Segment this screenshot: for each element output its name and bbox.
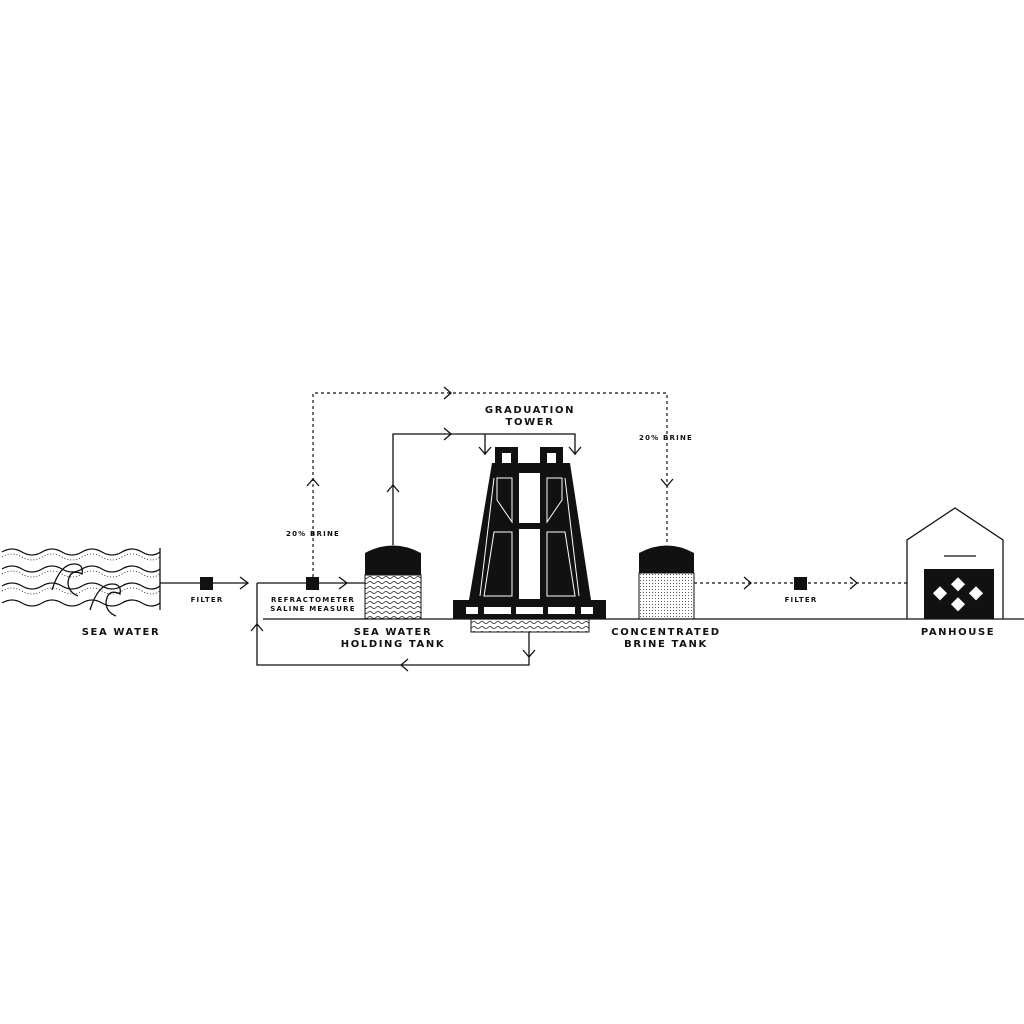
label-refractometer-2: SALINE MEASURE <box>270 605 355 613</box>
arrow-right-icon <box>239 576 250 590</box>
arrow-up-icon <box>386 484 400 493</box>
arrow-right-icon <box>443 386 452 400</box>
label-sea-water: SEA WATER <box>82 627 161 638</box>
label-refractometer-1: REFRACTOMETER <box>271 596 355 604</box>
label-brine-left: 20% BRINE <box>286 530 340 538</box>
label-holding-tank-1: SEA WATER <box>354 627 433 638</box>
feed-pipe-to-tower <box>392 433 576 545</box>
refractometer-icon <box>306 577 319 590</box>
label-brine-right: 20% BRINE <box>639 434 693 442</box>
label-holding-tank-2: HOLDING TANK <box>341 639 445 650</box>
label-brine-tank-1: CONCENTRATED <box>611 627 720 638</box>
label-tower-2: TOWER <box>506 417 555 428</box>
arrow-down-icon <box>478 446 492 455</box>
arrow-right-icon <box>443 427 452 441</box>
brine-return-pipe <box>312 392 668 577</box>
sea-water-holding-tank-icon <box>364 545 422 620</box>
filter-2-icon <box>794 577 807 590</box>
sea-water-waves-icon <box>1 548 161 617</box>
graduation-tower-icon <box>453 447 606 633</box>
arrow-left-icon <box>400 658 409 672</box>
label-panhouse: PANHOUSE <box>921 627 995 638</box>
panhouse-icon <box>906 507 1004 619</box>
label-brine-tank-2: BRINE TANK <box>624 639 708 650</box>
filter-1-icon <box>200 577 213 590</box>
arrow-up-icon <box>250 623 264 632</box>
concentrated-brine-tank-icon <box>638 545 695 620</box>
arrow-down-icon <box>660 478 674 487</box>
arrow-down-icon <box>568 446 582 455</box>
arrow-right-icon <box>849 576 858 590</box>
arrow-right-icon <box>338 576 349 590</box>
arrow-down-icon <box>522 649 536 658</box>
label-tower-1: GRADUATION <box>485 405 575 416</box>
label-filter-1: FILTER <box>191 596 224 604</box>
label-filter-2: FILTER <box>785 596 818 604</box>
arrow-up-icon <box>306 478 320 487</box>
arrow-right-icon <box>743 576 752 590</box>
